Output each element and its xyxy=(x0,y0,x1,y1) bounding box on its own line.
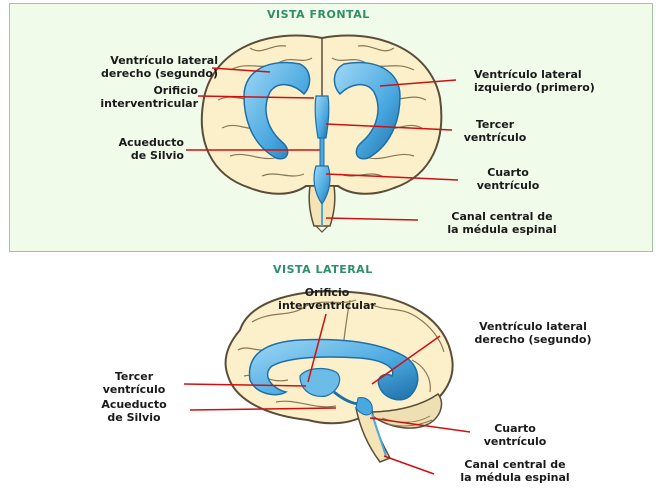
frontal-brain xyxy=(202,36,441,233)
lateral-brain xyxy=(226,291,453,462)
label-line: ventrículo xyxy=(86,383,182,396)
label-line: Orificio xyxy=(262,286,392,299)
label-line: Acueducto xyxy=(48,136,184,149)
label-line: Ventrículo lateral xyxy=(448,320,618,333)
frontal-title: VISTA FRONTAL xyxy=(267,8,370,21)
label-line: Acueducto xyxy=(84,398,184,411)
label-line: de Silvio xyxy=(48,149,184,162)
label-line: ventrículo xyxy=(450,131,540,144)
label-line: ventrículo xyxy=(458,179,558,192)
label-line: Orificio xyxy=(48,84,198,97)
label-line: interventricular xyxy=(262,299,392,312)
label-line: derecho (segundo) xyxy=(48,67,218,80)
label-line: Cuarto xyxy=(458,166,558,179)
label-line: la médula espinal xyxy=(418,223,586,236)
label-aqueduct-lateral: Acueducto de Silvio xyxy=(84,398,184,424)
label-lateral-right-lateral: Ventrículo lateral derecho (segundo) xyxy=(448,320,618,346)
label-line: Tercer xyxy=(450,118,540,131)
label-line: Canal central de xyxy=(430,458,600,471)
label-central-canal-lateral: Canal central de la médula espinal xyxy=(430,458,600,484)
label-line: ventrículo xyxy=(468,435,562,448)
label-interventricular-foramen-frontal: Orificio interventricular xyxy=(48,84,198,110)
label-line: Canal central de xyxy=(418,210,586,223)
label-lateral-right-frontal: Ventrículo lateral derecho (segundo) xyxy=(48,54,218,80)
label-third-ventricle-frontal: Tercer ventrículo xyxy=(450,118,540,144)
label-line: Ventrículo lateral xyxy=(474,68,595,81)
label-line: interventricular xyxy=(48,97,198,110)
label-line: derecho (segundo) xyxy=(448,333,618,346)
label-line: la médula espinal xyxy=(430,471,600,484)
label-line: Ventrículo lateral xyxy=(48,54,218,67)
label-line: Cuarto xyxy=(468,422,562,435)
lateral-title: VISTA LATERAL xyxy=(273,263,373,276)
label-interventricular-foramen-lateral: Orificio interventricular xyxy=(262,286,392,312)
label-lateral-left-frontal: Ventrículo lateral izquierdo (primero) xyxy=(474,68,595,94)
label-fourth-ventricle-frontal: Cuarto ventrículo xyxy=(458,166,558,192)
label-line: de Silvio xyxy=(84,411,184,424)
label-aqueduct-frontal: Acueducto de Silvio xyxy=(48,136,184,162)
label-line: izquierdo (primero) xyxy=(474,81,595,94)
label-line: Tercer xyxy=(86,370,182,383)
label-third-ventricle-lateral: Tercer ventrículo xyxy=(86,370,182,396)
label-central-canal-frontal: Canal central de la médula espinal xyxy=(418,210,586,236)
label-fourth-ventricle-lateral: Cuarto ventrículo xyxy=(468,422,562,448)
